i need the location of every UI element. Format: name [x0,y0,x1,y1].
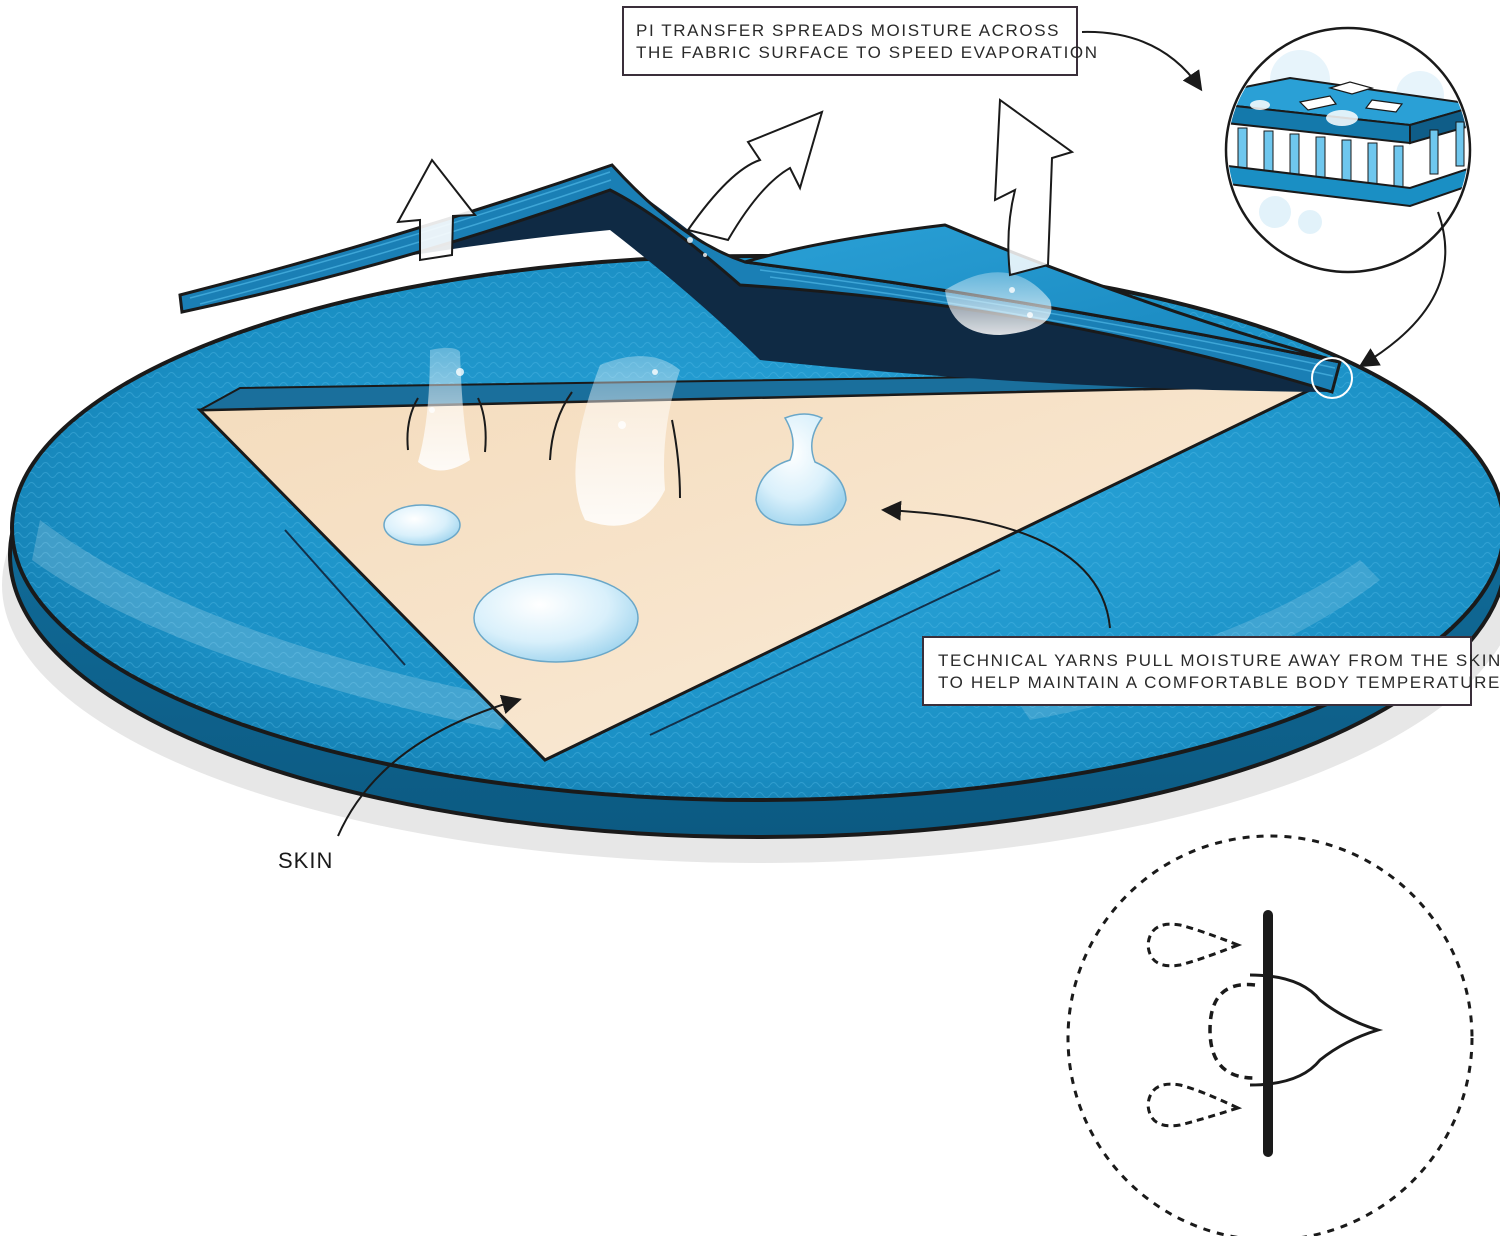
magnify-spot [1311,357,1353,399]
motion-line [284,529,406,666]
motion-line [649,569,1001,736]
bubble-group [429,237,1033,429]
leader-arrow [1358,211,1447,368]
callout-technical-yarns: TECHNICAL YARNS PULL MOISTURE AWAY FROM … [922,636,1500,706]
vapor-plume [945,272,1052,335]
moisture-droplet-icon [755,413,847,526]
vapor-plume [575,356,680,526]
leader-arrow [881,500,1111,629]
vapor-wisp [406,391,681,499]
skin-label: SKIN [278,848,334,873]
moisture-wicking-symbol-icon [1066,834,1474,1236]
callout-pi-transfer-line2: THE FABRIC SURFACE TO SPEED EVAPORATION [636,43,1099,62]
fabric-layer-detail-icon [1224,26,1472,274]
moisture-droplet-icon [473,573,639,663]
callout-technical-yarns-line1: TECHNICAL YARNS PULL MOISTURE AWAY FROM … [938,651,1500,670]
callout-pi-transfer-line1: PI TRANSFER SPREADS MOISTURE ACROSS [636,21,1061,40]
disc-highlight [32,520,520,730]
evaporation-arrow-icon [396,158,477,262]
leader-arrow [1081,30,1203,92]
callout-technical-yarns-line2: TO HELP MAINTAIN A COMFORTABLE BODY TEMP… [938,673,1500,692]
evaporation-arrow-icon [686,110,824,242]
fabric-flap-edge [178,163,1342,394]
vapor-plume [418,347,470,471]
callout-pi-transfer: PI TRANSFER SPREADS MOISTURE ACROSS THE … [622,6,1099,76]
evaporation-arrow-icon [993,98,1075,277]
moisture-droplet-icon [383,504,461,546]
leader-arrow [337,694,522,837]
fabric-flap-stripes [189,171,1336,377]
